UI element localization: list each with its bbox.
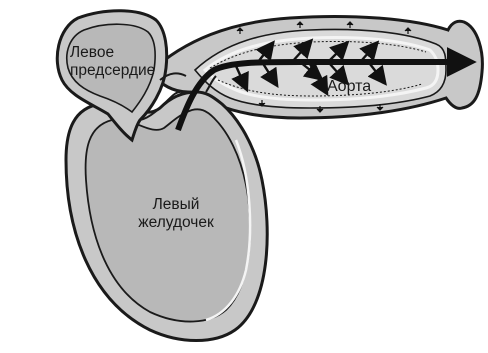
left-ventricle-label-line-2: желудочек — [126, 214, 226, 232]
left-atrium-label: Левое предсердие — [70, 44, 155, 81]
left-ventricle-label-line-1: Левый — [126, 196, 226, 214]
left-ventricle-label: Левый желудочек — [126, 196, 226, 233]
left-atrium-label-line-1: Левое — [70, 44, 155, 62]
aorta-label: Аорта — [327, 78, 371, 97]
left-atrium-label-line-2: предсердие — [70, 62, 155, 80]
